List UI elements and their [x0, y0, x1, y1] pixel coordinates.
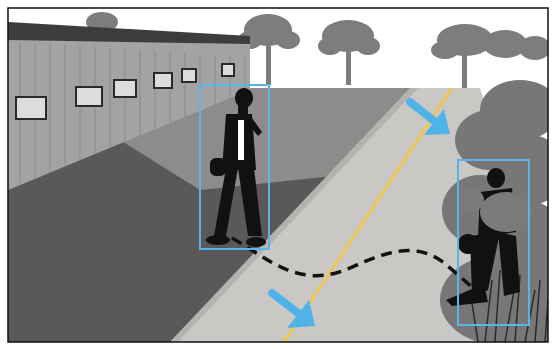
window — [182, 69, 196, 82]
window — [114, 80, 136, 97]
window — [154, 73, 172, 88]
shirt-highlight — [238, 120, 244, 160]
window — [222, 64, 234, 76]
window — [16, 97, 46, 119]
window — [76, 87, 102, 106]
